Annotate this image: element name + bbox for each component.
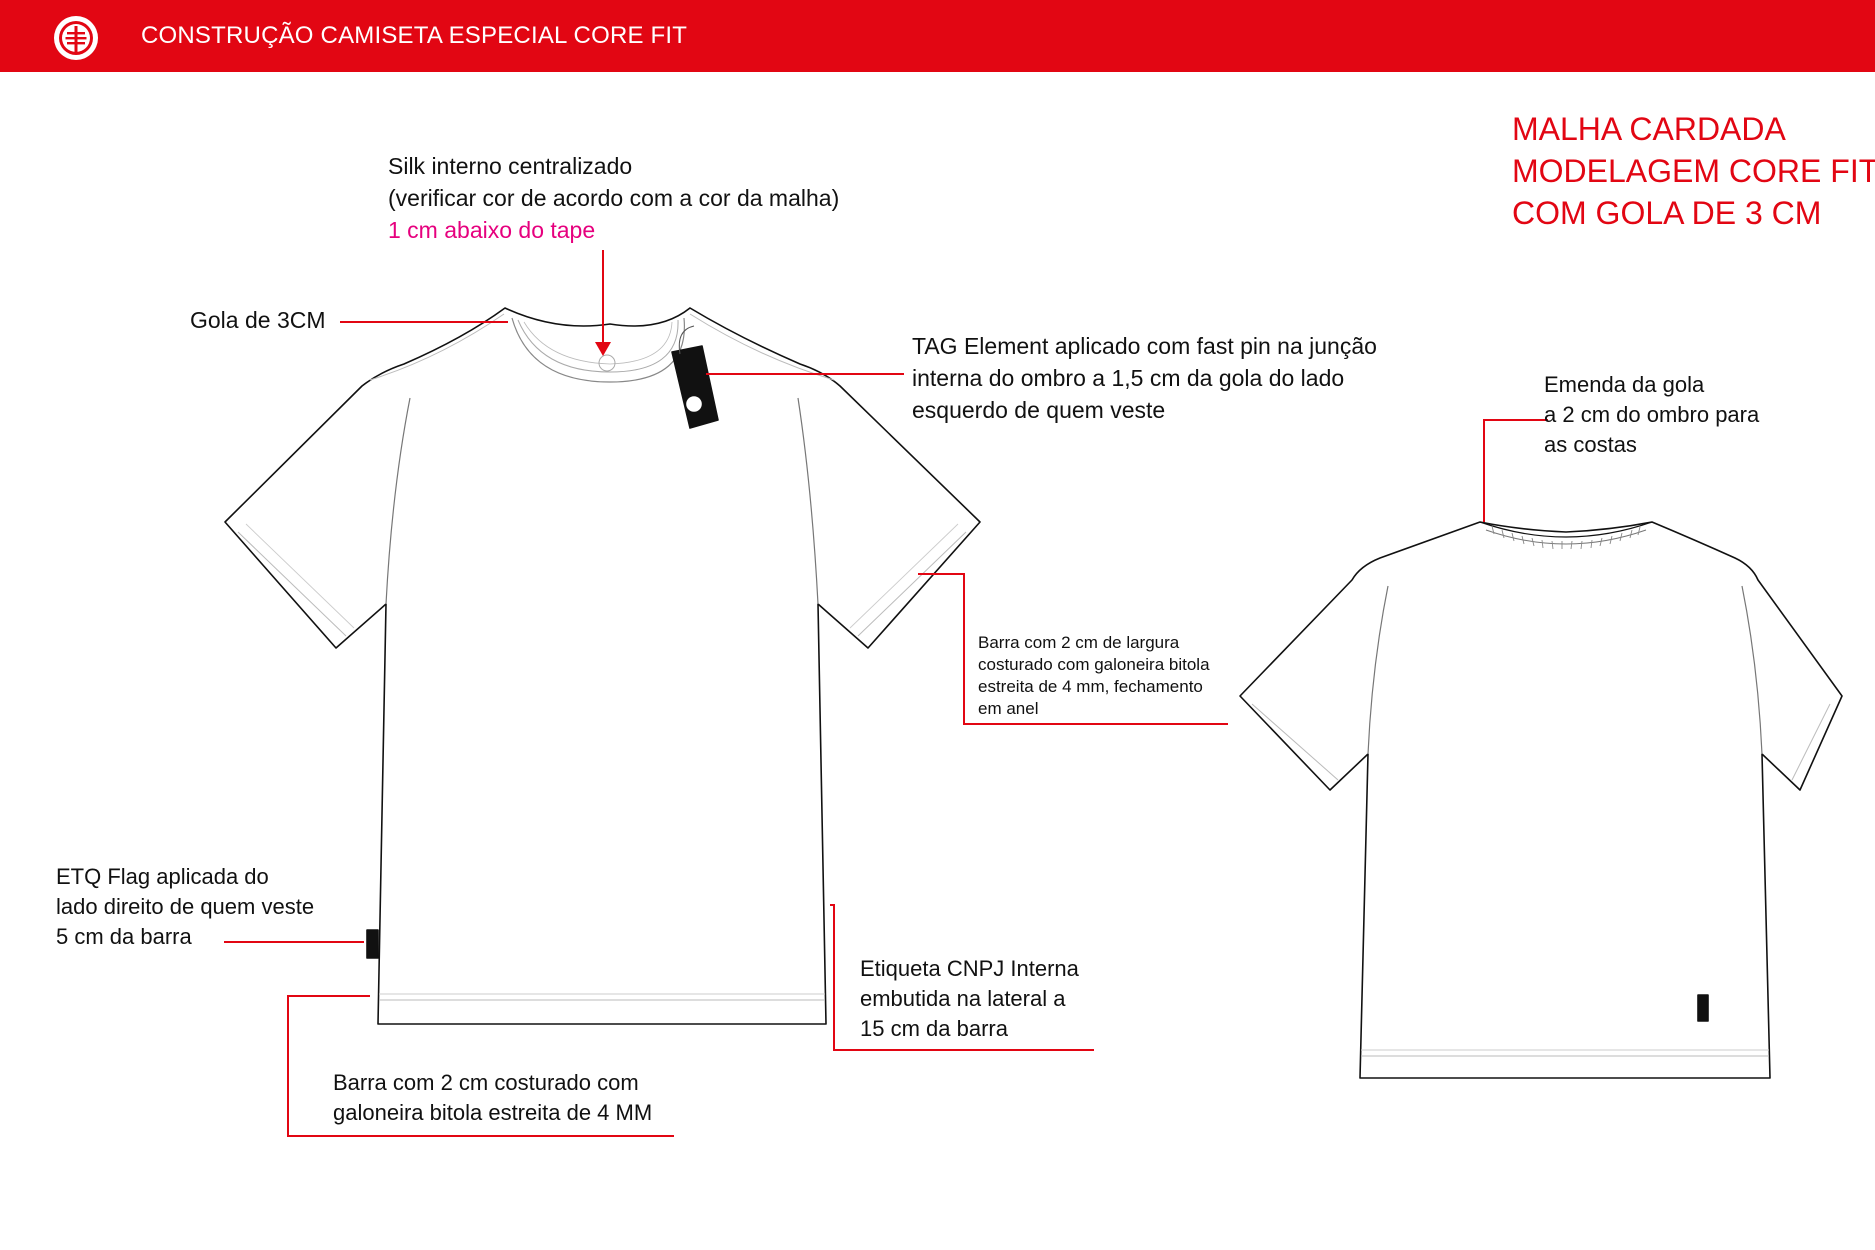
sleeve-hem-leader-line bbox=[918, 573, 1228, 725]
down-arrow-icon bbox=[595, 342, 611, 356]
hang-tag-drawing bbox=[671, 325, 719, 429]
collar-seam-leader-line bbox=[1483, 419, 1548, 522]
flag-label-drawing bbox=[366, 929, 379, 959]
header-bar: CONSTRUÇÃO CAMISETA ESPECIAL CORE FIT bbox=[0, 0, 1875, 72]
cnpj-leader-line bbox=[830, 904, 1094, 1051]
flag-annotation: ETQ Flag aplicada do lado direito de que… bbox=[56, 864, 315, 949]
page-title: CONSTRUÇÃO CAMISETA ESPECIAL CORE FIT bbox=[141, 22, 688, 49]
body-hem-leader-line bbox=[287, 995, 674, 1137]
spec-list: MALHA CARDADA MODELAGEM CORE FIT COM GOL… bbox=[1512, 108, 1875, 234]
element-tree-logo-icon bbox=[54, 16, 98, 60]
body-hem-annotation: Barra com 2 cm costurado com galoneira b… bbox=[333, 1070, 653, 1125]
spec-fabric: MALHA CARDADA bbox=[1512, 111, 1786, 147]
spec-collar: COM GOLA DE 3 CM bbox=[1512, 195, 1822, 231]
silk-annotation: Silk interno centralizado (verificar cor… bbox=[388, 153, 840, 243]
back-shirt-drawing bbox=[1239, 521, 1843, 1079]
front-shirt-drawing bbox=[224, 307, 981, 1025]
tag-annotation: TAG Element aplicado com fast pin na jun… bbox=[912, 333, 1377, 423]
sleeve-hem-annotation: Barra com 2 cm de largura costurado com … bbox=[978, 633, 1210, 718]
cnpj-annotation: Etiqueta CNPJ Interna embutida na latera… bbox=[860, 956, 1079, 1041]
cnpj-label-drawing bbox=[1697, 994, 1709, 1022]
collar-annotation: Gola de 3CM bbox=[190, 307, 326, 333]
spec-fit: MODELAGEM CORE FIT bbox=[1512, 153, 1875, 189]
collar-seam-annotation: Emenda da gola a 2 cm do ombro para as c… bbox=[1544, 372, 1760, 457]
